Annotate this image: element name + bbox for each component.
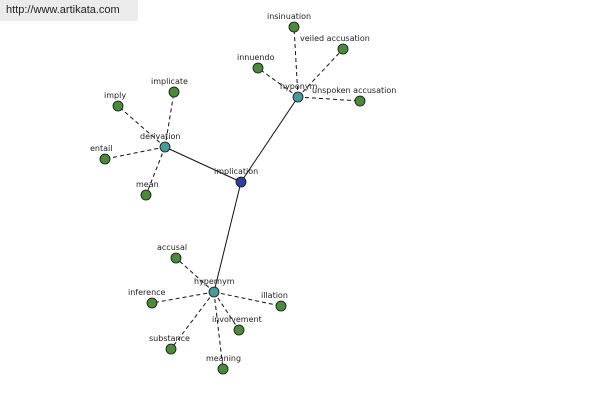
- innuendo-label[interactable]: innuendo: [237, 53, 275, 62]
- insinuation-label[interactable]: insinuation: [267, 12, 311, 21]
- imply-label[interactable]: imply: [104, 91, 126, 100]
- entail-label[interactable]: entail: [90, 144, 112, 153]
- involvement-label[interactable]: involvement: [212, 315, 262, 324]
- derivation-label[interactable]: derivation: [140, 132, 180, 141]
- substance-node[interactable]: [165, 343, 177, 355]
- edge-derivation-entail: [104, 146, 166, 160]
- illation-node[interactable]: [275, 300, 287, 312]
- edge-hypernym-meaning: [213, 291, 224, 370]
- inference-label[interactable]: inference: [128, 288, 166, 297]
- edge-hypernym-substance: [170, 291, 215, 350]
- unspoken-accusation-node[interactable]: [354, 95, 366, 107]
- edge-derivation-imply: [117, 105, 166, 148]
- edge-derivation-implicate: [164, 91, 175, 148]
- illation-label[interactable]: illation: [261, 291, 288, 300]
- meaning-node[interactable]: [217, 363, 229, 375]
- insinuation-node[interactable]: [288, 21, 300, 33]
- edge-hyponym-insinuation: [293, 26, 299, 98]
- site-url-banner[interactable]: http://www.artikata.com: [0, 0, 138, 21]
- accusal-label[interactable]: accusal: [157, 243, 187, 252]
- edge-center-hypernym: [213, 181, 242, 293]
- edge-hypernym-inference: [151, 291, 215, 304]
- edge-hypernym-illation: [213, 291, 282, 307]
- center-label[interactable]: implication: [214, 167, 258, 176]
- hyponym-node[interactable]: [292, 91, 304, 103]
- edge-hypernym-involvement: [213, 291, 240, 331]
- hypernym-label[interactable]: hypernym: [194, 277, 235, 286]
- mean-label[interactable]: mean: [136, 180, 159, 189]
- imply-node[interactable]: [112, 100, 124, 112]
- edge-center-derivation: [164, 146, 242, 183]
- mean-node[interactable]: [140, 189, 152, 201]
- veiled-accusation-node[interactable]: [337, 43, 349, 55]
- derivation-node[interactable]: [159, 141, 171, 153]
- edge-hypernym-accusal: [175, 257, 215, 293]
- edge-derivation-mean: [145, 146, 166, 196]
- implicate-node[interactable]: [168, 86, 180, 98]
- unspoken-accusation-label[interactable]: unspoken accusation: [312, 86, 396, 95]
- implicate-label[interactable]: implicate: [151, 77, 188, 86]
- hypernym-node[interactable]: [208, 286, 220, 298]
- innuendo-node[interactable]: [252, 62, 264, 74]
- edge-center-hyponym: [240, 96, 299, 183]
- entail-node[interactable]: [99, 153, 111, 165]
- center-node[interactable]: [235, 176, 247, 188]
- edge-hyponym-veiled-accusation: [297, 48, 344, 98]
- meaning-label[interactable]: meaning: [206, 354, 241, 363]
- involvement-node[interactable]: [233, 324, 245, 336]
- accusal-node[interactable]: [170, 252, 182, 264]
- substance-label[interactable]: substance: [149, 334, 190, 343]
- edge-hyponym-unspoken-accusation: [297, 96, 361, 102]
- veiled-accusation-label[interactable]: veiled accusation: [300, 34, 370, 43]
- inference-node[interactable]: [146, 297, 158, 309]
- hyponym-label[interactable]: hyponym: [280, 82, 318, 91]
- edge-hyponym-innuendo: [257, 67, 299, 98]
